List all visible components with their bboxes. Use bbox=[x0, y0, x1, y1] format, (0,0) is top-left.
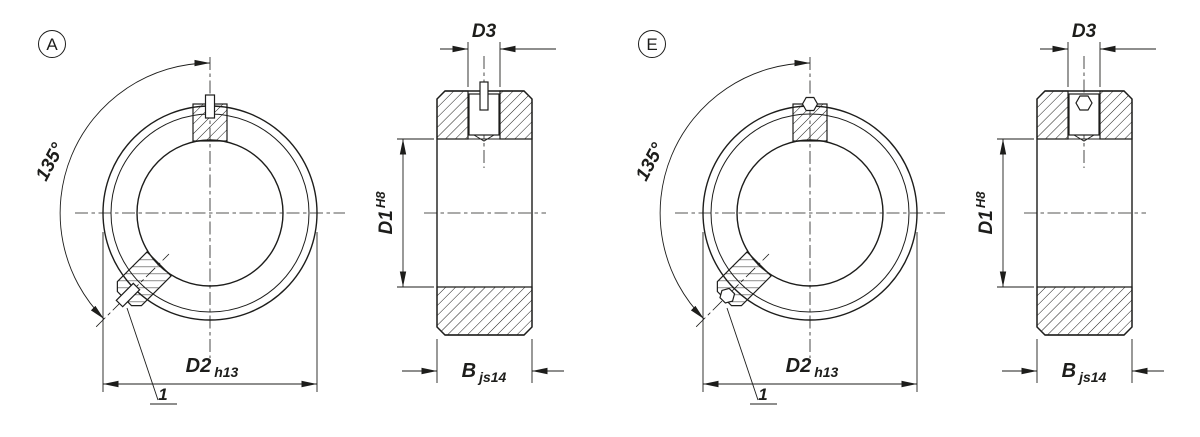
variant-e-badge: E bbox=[638, 30, 666, 58]
dimension-d3: D3 bbox=[440, 21, 556, 87]
item-reference: 1 bbox=[726, 307, 777, 405]
dimension-d1: D1H8 bbox=[973, 138, 1034, 288]
screw-hex-socket bbox=[801, 96, 819, 112]
badge-circle bbox=[38, 30, 66, 58]
d2-tolerance: h13 bbox=[214, 364, 238, 380]
d2-value: D2 bbox=[186, 355, 212, 377]
variant-e: E 135° bbox=[632, 21, 1164, 405]
badge-circle bbox=[638, 30, 666, 58]
d3-label: D3 bbox=[1072, 21, 1097, 42]
screw-slot bbox=[204, 94, 216, 119]
section-hatch-bottom bbox=[436, 286, 533, 336]
section-hatch-bottom bbox=[1036, 286, 1133, 336]
set-screw-top bbox=[192, 94, 228, 142]
angle-arc bbox=[59, 59, 211, 320]
screw-slot bbox=[479, 81, 489, 111]
section-hatch-top-right bbox=[499, 90, 533, 140]
d2-tolerance: h13 bbox=[814, 364, 838, 380]
section-hatch-top-right bbox=[1099, 90, 1133, 140]
d1-value: D1 bbox=[976, 210, 997, 234]
leader-line bbox=[726, 307, 759, 401]
d2-value: D2 bbox=[786, 355, 812, 377]
screw-point bbox=[1073, 134, 1095, 142]
screw-hex-socket bbox=[1075, 95, 1093, 111]
leader-line bbox=[126, 307, 159, 401]
d3-label: D3 bbox=[472, 21, 497, 42]
variant-a-badge: A bbox=[38, 30, 66, 58]
d1-tolerance: H8 bbox=[973, 191, 988, 208]
item-ref-label: 1 bbox=[758, 385, 767, 404]
b-value: B bbox=[462, 360, 476, 382]
section-hatch-top-left bbox=[1036, 90, 1069, 140]
angle-label: 135° bbox=[32, 140, 69, 185]
dimension-d1: D1H8 bbox=[373, 138, 434, 288]
dimension-d3: D3 bbox=[1040, 21, 1156, 87]
screw-point bbox=[473, 134, 495, 142]
d1-tolerance: H8 bbox=[373, 191, 388, 208]
section-hatch-top-left bbox=[436, 90, 469, 140]
set-screw-section bbox=[468, 81, 500, 142]
angle-label: 135° bbox=[632, 140, 669, 185]
d1-label: D1H8 bbox=[373, 191, 397, 235]
d1-value: D1 bbox=[376, 210, 397, 234]
d1-label: D1H8 bbox=[973, 191, 997, 235]
variant-a: A 135° bbox=[32, 21, 564, 405]
badge-letter: A bbox=[46, 35, 58, 54]
badge-letter: E bbox=[646, 35, 657, 54]
b-value: B bbox=[1062, 360, 1076, 382]
angle-arc bbox=[659, 59, 811, 320]
item-reference: 1 bbox=[126, 307, 177, 405]
b-tolerance: js14 bbox=[1077, 369, 1106, 385]
item-ref-label: 1 bbox=[158, 385, 167, 404]
set-screw-top bbox=[792, 96, 828, 142]
set-screw-section bbox=[1068, 93, 1100, 142]
b-tolerance: js14 bbox=[477, 369, 506, 385]
